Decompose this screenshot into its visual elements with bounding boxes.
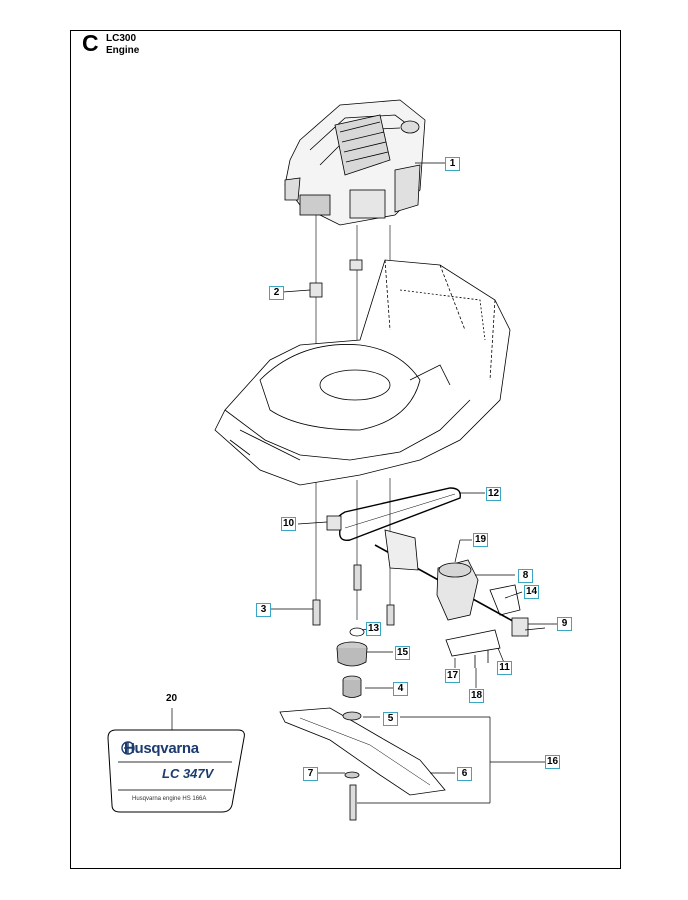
blade <box>279 707 446 796</box>
mower-deck <box>214 259 511 486</box>
callout-12[interactable]: 12 <box>486 487 502 501</box>
pulley-part <box>326 515 342 531</box>
decal-brand: Husqvarna <box>124 740 199 757</box>
callout-7[interactable]: 7 <box>303 767 318 781</box>
bolts <box>312 564 395 821</box>
section-letter: C <box>82 30 99 56</box>
callout-1[interactable]: 1 <box>445 157 460 171</box>
callout-15[interactable]: 15 <box>395 646 411 660</box>
callout-13[interactable]: 13 <box>366 622 382 636</box>
decal-outline <box>107 729 245 813</box>
callout-19[interactable]: 19 <box>473 533 489 547</box>
callout-6[interactable]: 6 <box>457 767 472 781</box>
husqvarna-crown-logo-icon <box>121 741 135 755</box>
callout-2[interactable]: 2 <box>269 286 284 300</box>
callout-11[interactable]: 11 <box>497 661 512 675</box>
callout-4[interactable]: 4 <box>393 682 408 696</box>
callout-14[interactable]: 14 <box>524 585 540 599</box>
callout-18[interactable]: 18 <box>469 689 485 703</box>
gearbox-assembly <box>374 529 546 668</box>
page-frame <box>70 30 621 869</box>
callout-3[interactable]: 3 <box>256 603 271 617</box>
callout-8[interactable]: 8 <box>518 569 533 583</box>
engine-illustration <box>284 99 426 226</box>
leader-lines <box>171 162 557 804</box>
callout-9[interactable]: 9 <box>557 617 572 631</box>
callout-10[interactable]: 10 <box>281 517 297 531</box>
decal-model: LC 347V <box>162 766 214 781</box>
callout-16[interactable]: 16 <box>545 755 561 769</box>
callout-5[interactable]: 5 <box>383 712 398 726</box>
drive-belt <box>335 487 461 541</box>
decal-caption: Husqvarna engine HS 166A <box>132 796 207 802</box>
callout-17[interactable]: 17 <box>445 669 461 683</box>
blade-adapter-parts <box>336 627 368 698</box>
decal-part-number: 20 <box>166 693 178 704</box>
section-subtitle: Engine <box>106 45 140 56</box>
model-title: LC300 <box>106 33 137 44</box>
